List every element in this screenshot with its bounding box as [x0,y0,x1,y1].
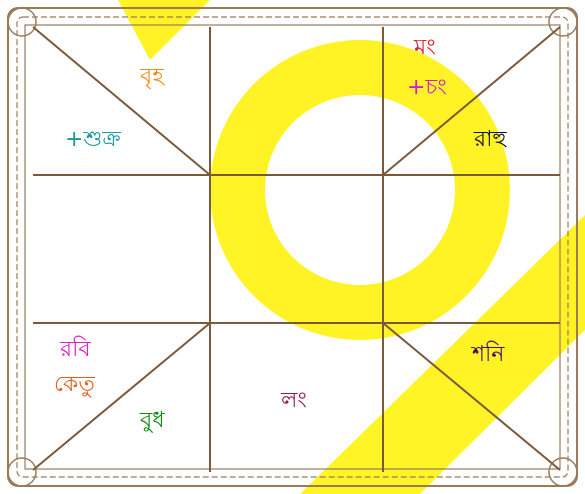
corner-ornament-br [549,458,577,486]
lagna-label: লং [281,390,307,412]
planet-label-shani: শনি [472,344,504,366]
planet-label-mangal: মং [414,37,436,59]
corner-ornament-tl [8,8,36,36]
watermark-ring-hole [265,95,455,285]
planet-label-rahu: রাহু [474,129,507,151]
planet-label-budh: বুধ [140,410,165,432]
planet-label-ketu: কেতু [54,374,95,396]
planet-label-shukra: +শুক্র [65,129,121,151]
corner-ornament-bl [8,458,36,486]
planet-label-rabi: রবি [60,339,91,361]
watermark [118,0,585,494]
planet-label-chandra: +চং [407,77,447,99]
planet-label-brihaspati: বৃহ [140,66,164,88]
